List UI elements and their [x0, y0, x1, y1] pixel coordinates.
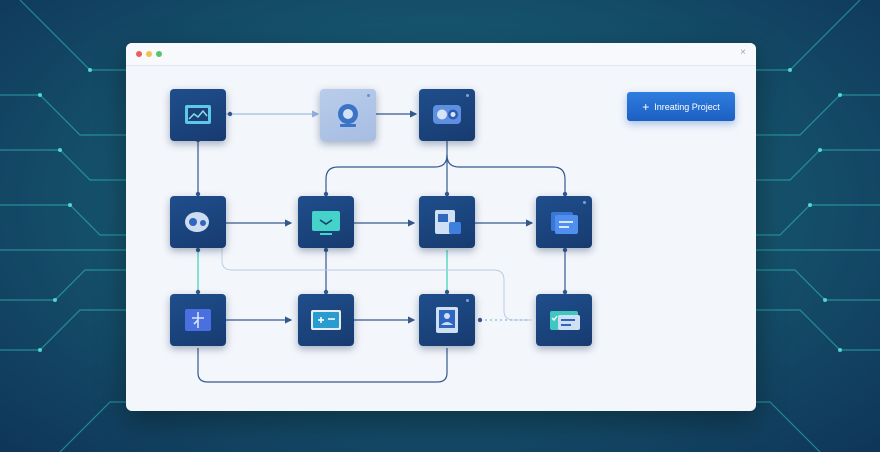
toggle-camera-icon [433, 105, 461, 124]
connector [325, 154, 448, 194]
create-project-button[interactable]: + Inreating Project [627, 92, 735, 121]
monitor-icon [312, 211, 340, 235]
workflow-window: × [126, 43, 756, 411]
window-titlebar: × [126, 43, 756, 66]
connector [446, 154, 566, 194]
workflow-node[interactable] [170, 294, 226, 346]
workflow-node[interactable] [320, 89, 376, 141]
workflow-node[interactable] [170, 89, 226, 141]
folder-icon [551, 212, 578, 234]
connector [221, 248, 532, 321]
status-dot [367, 94, 370, 97]
blob-settings-icon [185, 212, 209, 232]
user-document-icon [436, 307, 458, 333]
workflow-node[interactable] [298, 196, 354, 248]
document-edit-icon [435, 210, 461, 234]
close-window-dot[interactable] [136, 51, 142, 57]
workflow-connectors [195, 110, 568, 383]
status-dot [466, 299, 469, 302]
maximize-window-dot[interactable] [156, 51, 162, 57]
workflow-node[interactable] [298, 294, 354, 346]
connector [197, 348, 448, 383]
add-card-icon [311, 310, 341, 330]
checklist-card-icon [550, 311, 580, 330]
pin-icon [185, 309, 211, 331]
status-dot [466, 94, 469, 97]
close-icon[interactable]: × [740, 47, 746, 58]
workflow-node[interactable] [419, 196, 475, 248]
workflow-node[interactable] [419, 89, 475, 141]
camera-lens-icon [338, 104, 358, 127]
image-icon [185, 105, 211, 124]
plus-icon: + [642, 99, 650, 114]
workflow-node[interactable] [536, 294, 592, 346]
workflow-node[interactable] [536, 196, 592, 248]
workflow-node[interactable] [170, 196, 226, 248]
workflow-node[interactable] [419, 294, 475, 346]
status-dot [583, 201, 586, 204]
minimize-window-dot[interactable] [146, 51, 152, 57]
create-project-label: Inreating Project [654, 101, 720, 112]
